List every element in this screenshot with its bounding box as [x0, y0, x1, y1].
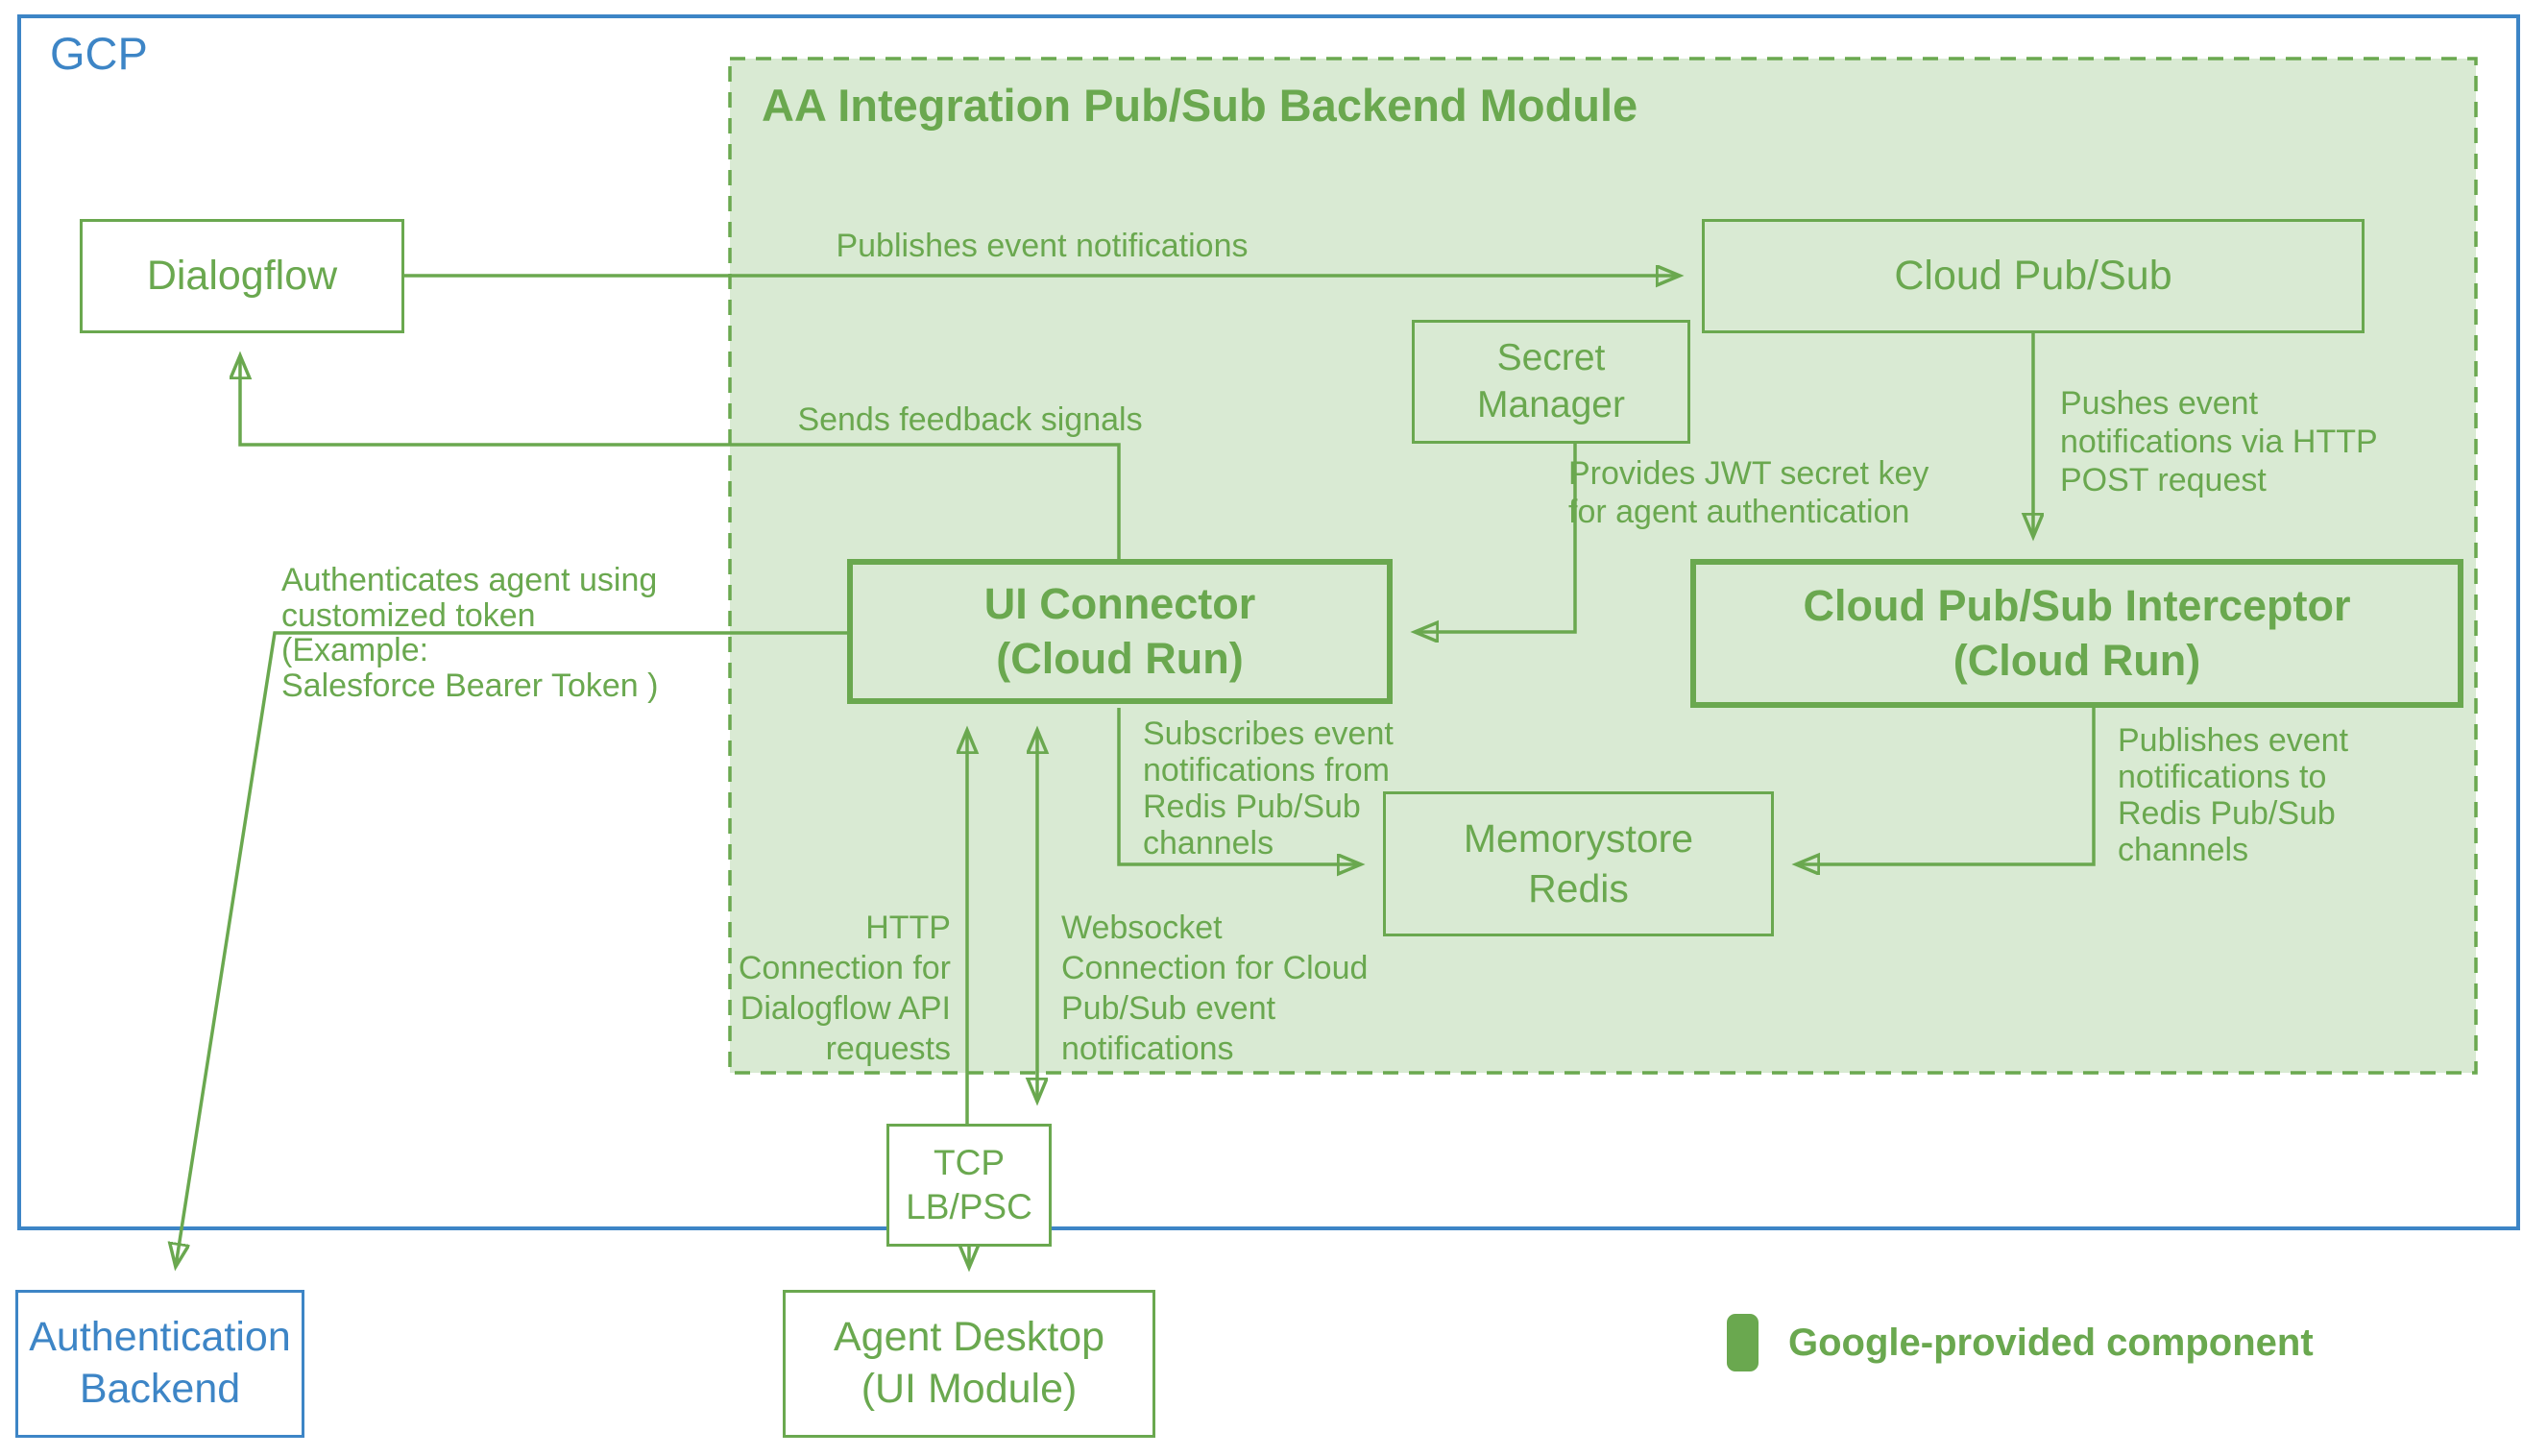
- node-memorystore-redis: Memorystore Redis: [1383, 791, 1774, 936]
- node-authentication-backend: Authentication Backend: [15, 1290, 304, 1438]
- node-ui-connector: UI Connector (Cloud Run): [847, 559, 1393, 704]
- edge-label-authenticates: Authenticates agent using customized tok…: [281, 562, 659, 704]
- node-secret-manager: Secret Manager: [1412, 320, 1690, 444]
- edge-label-subscribes: Subscribes event notifications from Redi…: [1143, 716, 1394, 861]
- node-cloud-pubsub: Cloud Pub/Sub: [1702, 219, 2365, 333]
- node-dialogflow: Dialogflow: [80, 219, 404, 333]
- edge-label-feedback: Sends feedback signals: [797, 401, 1143, 438]
- edge-label-publishes: Publishes event notifications: [836, 228, 1249, 264]
- edge-label-interceptor-publishes: Publishes event notifications to Redis P…: [2118, 722, 2349, 868]
- module-title: AA Integration Pub/Sub Backend Module: [762, 80, 1638, 131]
- node-tcp-lb-psc: TCP LB/PSC: [886, 1124, 1052, 1247]
- node-cloud-pubsub-interceptor: Cloud Pub/Sub Interceptor (Cloud Run): [1690, 559, 2463, 708]
- node-agent-desktop: Agent Desktop (UI Module): [783, 1290, 1155, 1438]
- legend-color-swatch: [1727, 1314, 1759, 1371]
- edge-label-jwt-secret: Provides JWT secret key for agent authen…: [1568, 455, 1929, 530]
- edge-label-websocket-connection: Websocket Connection for Cloud Pub/Sub e…: [1061, 910, 1369, 1067]
- edge-label-http-connection: HTTP Connection for Dialogflow API reque…: [738, 910, 951, 1067]
- legend-label: Google-provided component: [1788, 1321, 2314, 1364]
- edge-label-pushes: Pushes event notifications via HTTP POST…: [2060, 385, 2378, 498]
- gcp-boundary-box: [17, 14, 2520, 1230]
- gcp-label: GCP: [50, 28, 148, 79]
